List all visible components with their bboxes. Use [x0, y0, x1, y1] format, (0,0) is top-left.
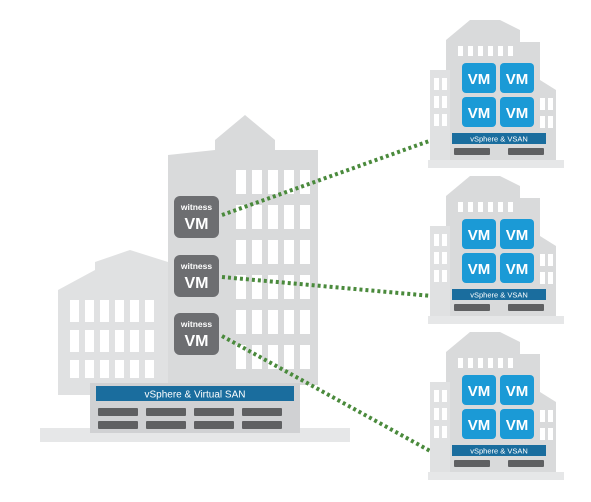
witness-vm-box [174, 196, 219, 238]
witness-label: witness [180, 202, 212, 212]
server-unit [508, 148, 544, 155]
server-unit [454, 304, 490, 311]
vm-tile-label: VM [468, 227, 491, 244]
main-server-units [98, 408, 282, 429]
vm-tile-label: VM [468, 105, 491, 122]
server-unit [454, 460, 490, 467]
vm-tile [500, 409, 534, 439]
main-left-wing-windows [70, 300, 154, 378]
server-unit [194, 421, 234, 429]
server-unit [98, 408, 138, 416]
link-site-3 [221, 334, 433, 454]
vm-tile [462, 219, 496, 249]
remote-site-ground [428, 316, 564, 324]
remote-vsphere-bar-label: vSphere & VSAN [470, 135, 528, 144]
vm-tile [462, 409, 496, 439]
witness-vm-1: witness VM [174, 196, 219, 238]
vm-tile-label: VM [506, 227, 529, 244]
server-unit [146, 408, 186, 416]
server-unit [146, 421, 186, 429]
vm-tile-label: VM [468, 71, 491, 88]
vm-tile-label: VM [468, 383, 491, 400]
vm-tile [500, 253, 534, 283]
vm-tile [500, 97, 534, 127]
witness-vm-label: VM [185, 333, 209, 350]
vm-tile [462, 97, 496, 127]
vm-tile-label: VM [506, 417, 529, 434]
link-site-2 [221, 275, 433, 298]
witness-vm-label: VM [185, 275, 209, 292]
server-unit [194, 408, 234, 416]
remote-vsphere-bar-label: vSphere & VSAN [470, 291, 528, 300]
remote-site-windows [434, 358, 553, 440]
remote-site-windows [434, 202, 553, 284]
witness-vm-label: VM [185, 216, 209, 233]
remote-site-ground [428, 160, 564, 168]
witness-vm-box [174, 255, 219, 297]
vm-tile-label: VM [506, 71, 529, 88]
vm-tile-label: VM [506, 105, 529, 122]
connection-links [221, 138, 433, 454]
vm-tile [462, 63, 496, 93]
witness-label: witness [180, 261, 212, 271]
remote-vsphere-bar [452, 133, 546, 144]
link-site-1 [221, 138, 433, 217]
vm-tile [500, 219, 534, 249]
vm-tile [500, 63, 534, 93]
remote-site-2: VM VM VM VM vSphere & VSAN [428, 176, 564, 324]
server-unit [242, 421, 282, 429]
remote-site-windows [434, 46, 553, 128]
remote-vsphere-bar [452, 445, 546, 456]
vm-tile-label: VM [468, 261, 491, 278]
server-unit [98, 421, 138, 429]
remote-site-annex [430, 70, 450, 160]
main-vsphere-bar-label: vSphere & Virtual SAN [145, 390, 246, 401]
main-left-wing [58, 250, 168, 395]
witness-vm-2: witness VM [174, 255, 219, 297]
remote-vsphere-bar-label: vSphere & VSAN [470, 447, 528, 456]
server-unit [242, 408, 282, 416]
main-site-building: vSphere & Virtual SAN [40, 115, 350, 442]
vm-tile-label: VM [506, 261, 529, 278]
vm-tile [500, 375, 534, 405]
witness-label: witness [180, 319, 212, 329]
remote-site-annex [430, 382, 450, 472]
server-unit [508, 304, 544, 311]
vm-tile-label: VM [468, 417, 491, 434]
remote-vsphere-bar [452, 289, 546, 300]
remote-site-1: VM VM VM VM vSphere & VSAN [428, 20, 564, 168]
remote-site-annex [430, 226, 450, 316]
server-unit [454, 148, 490, 155]
main-tower-windows [236, 170, 310, 369]
server-unit [508, 460, 544, 467]
remote-site-3: VM VM VM VM vSphere & VSAN [428, 332, 564, 480]
vm-tile-label: VM [506, 383, 529, 400]
vm-tile [462, 375, 496, 405]
remote-site-ground [428, 472, 564, 480]
main-vsphere-bar [96, 386, 294, 401]
vm-tile [462, 253, 496, 283]
witness-vm-3: witness VM [174, 313, 219, 355]
witness-vm-box [174, 313, 219, 355]
